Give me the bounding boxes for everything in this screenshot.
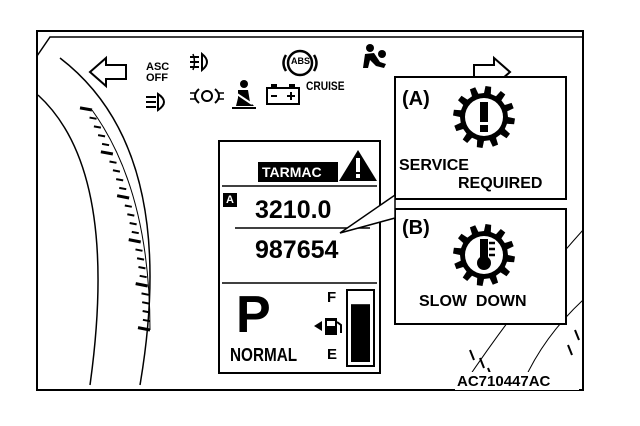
high-beam-icon [146,92,165,112]
service-gear-icon [453,86,515,148]
callout-leader [339,193,396,234]
callout-b-line1: SLOW DOWN [419,293,527,310]
trip-marker-bg [223,193,237,207]
left-dial-tick [141,301,150,305]
left-dial-tick [93,125,102,129]
left-dial-outer-arc [59,57,151,386]
airbag-icon [363,44,386,68]
gear-position-indicator: P [236,286,271,344]
callout-b-tag: (B) [402,217,430,239]
drive-mode-normal-label: NORMAL [230,345,298,365]
outer-frame [36,30,584,391]
left-dial-tick [136,257,145,261]
warning-triangle-icon [339,150,377,181]
tarmac-badge-bg [258,162,338,182]
left-dial-inner-arc [37,94,99,386]
trip-meter-value: 3210.0 [255,196,332,224]
right-dial-tick [479,357,485,369]
left-dial-tick [115,178,124,182]
fuel-empty-label: E [327,346,338,363]
asc-off-indicator-line1: ASC [146,61,170,73]
left-dial-tick [139,274,147,279]
left-dial-tick [135,282,148,288]
trip-marker-label: A [226,194,234,206]
fuel-pump-icon [314,318,342,335]
abs-warning-icon [282,49,318,77]
left-dial-scale-arc [91,109,151,331]
right-dial-ticks [469,329,580,379]
figure-id-label: AC710447AC [457,373,551,390]
callout-a-line2: REQUIRED [458,175,543,192]
figure-id-bg [455,372,579,390]
callout-a-tag: (A) [402,88,430,110]
temperature-gear-icon [453,224,515,286]
left-dial-tick [119,186,127,191]
left-dial-tick [129,222,137,226]
left-dial-tick [124,204,132,208]
right-dial-tick [574,329,580,341]
callout-a-line1: SERVICE [399,157,469,174]
fuel-full-label: F [327,289,337,306]
left-dial-tick [142,318,151,323]
left-dial-tick [101,142,110,147]
left-dial-tick [138,266,146,270]
left-dial-tick [109,160,117,164]
drive-mode-tarmac-label: TARMAC [262,164,322,180]
left-dial-tick [131,230,139,235]
left-dial-tick [127,213,135,217]
front-fog-light-icon [190,51,208,73]
right-dial-tick [469,349,475,361]
left-dial-tick [128,238,142,244]
left-dial-tick [89,116,97,120]
turn-left-arrow-icon [88,55,127,89]
left-dial-tick [137,326,151,332]
abs-indicator-label: ABS [291,56,311,66]
left-dial-tick [142,310,150,314]
left-dial-tick [135,248,143,252]
left-dial-tick [141,292,149,296]
cruise-indicator-label: CRUISE [306,79,345,93]
left-dial-tick [97,134,106,138]
left-dial-tick [100,150,114,156]
right-dial-tick [567,344,573,356]
odometer-value: 987654 [255,236,339,264]
position-light-icon [190,88,224,104]
left-dial-ticks [79,106,151,332]
left-dial-tick [79,106,93,112]
left-dial-tick [112,169,121,173]
fuel-gauge-level [351,304,370,362]
cluster-outline [36,36,583,57]
seatbelt-icon [232,80,256,109]
battery-icon [266,84,300,105]
left-dial-tick [116,194,130,200]
asc-off-indicator-line2: OFF [146,72,168,84]
